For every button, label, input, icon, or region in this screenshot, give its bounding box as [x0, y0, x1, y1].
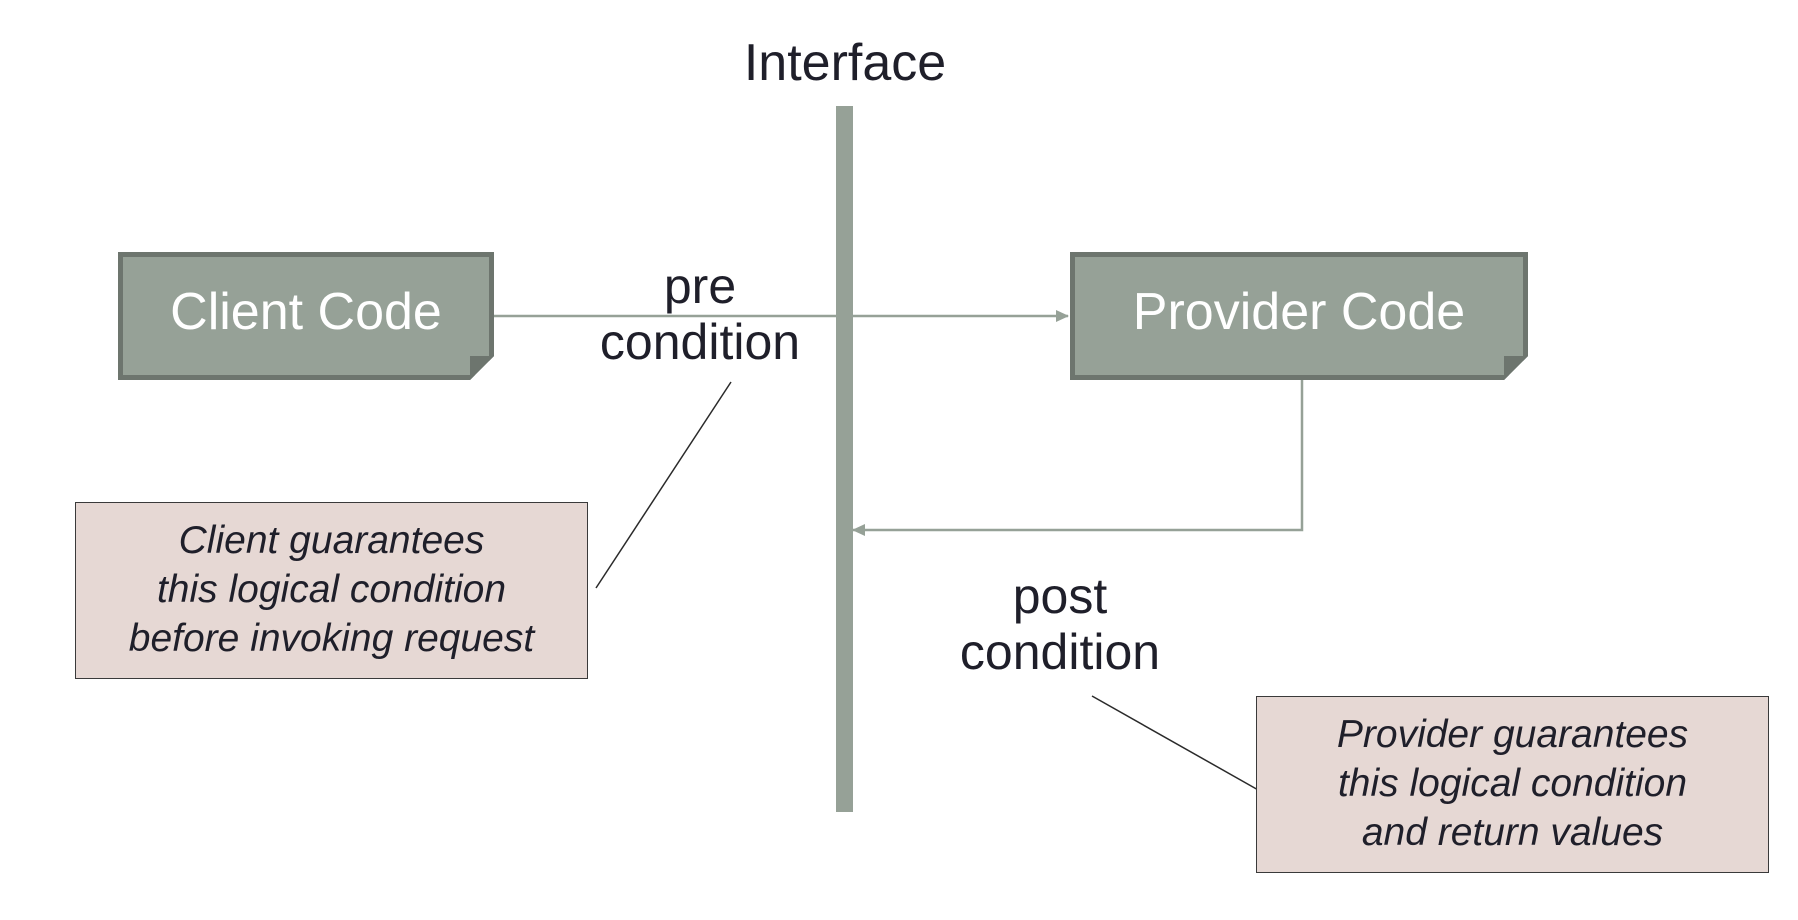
- provider-code-box: Provider Code: [1070, 252, 1528, 380]
- provider-code-label: Provider Code: [1132, 283, 1466, 341]
- provider-guarantee-note: Provider guarantees this logical conditi…: [1256, 696, 1769, 873]
- client-guarantee-note: Client guarantees this logical condition…: [75, 502, 588, 679]
- post-condition-leader: [1091, 695, 1261, 792]
- interface-bar: [836, 106, 853, 812]
- post-condition-label: post condition: [959, 568, 1161, 680]
- response-arrow: [852, 380, 1304, 536]
- client-code-box: Client Code: [118, 252, 494, 380]
- pre-condition-label: pre condition: [599, 258, 801, 370]
- client-code-label: Client Code: [170, 283, 442, 341]
- pre-condition-leader: [595, 381, 732, 589]
- interface-title: Interface: [743, 34, 947, 92]
